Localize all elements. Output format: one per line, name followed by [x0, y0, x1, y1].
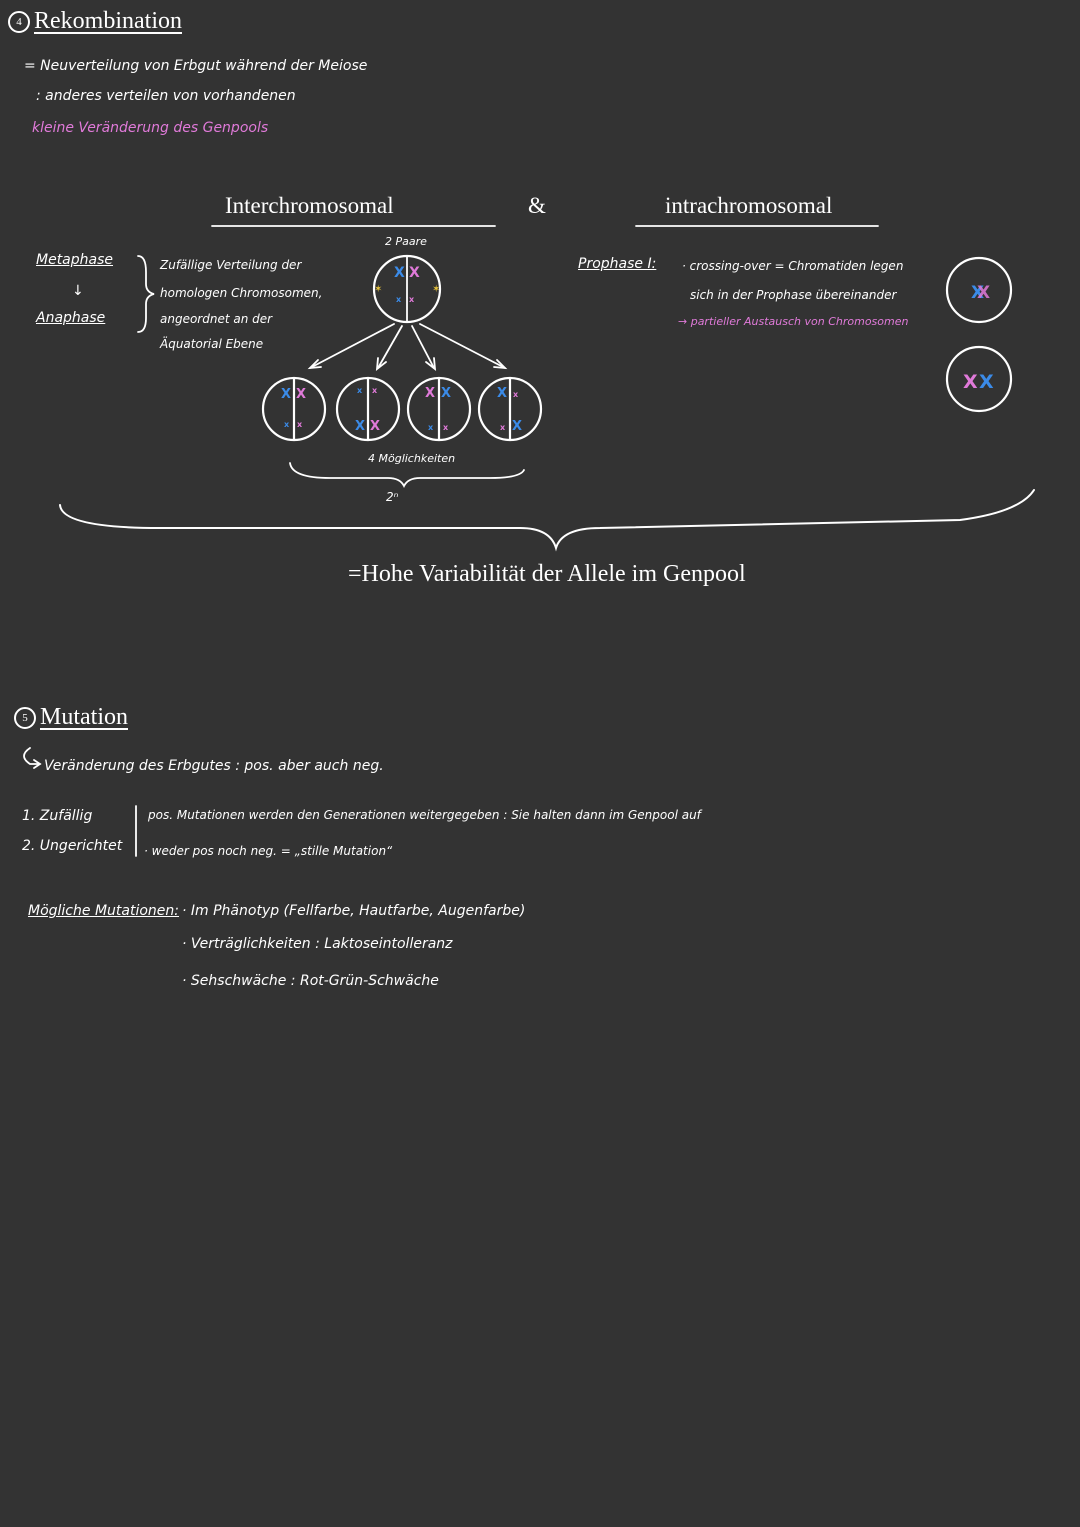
svg-text:X: X [409, 265, 420, 281]
inter-desc-4: Äquatorial Ebene [160, 337, 264, 351]
section-number-badge: 4 [8, 11, 30, 34]
svg-text:X: X [971, 283, 984, 303]
column-header-ampersand: & [528, 193, 546, 218]
anaphase-label: Anaphase [36, 310, 106, 326]
svg-text:✶: ✶ [374, 284, 382, 295]
svg-text:X: X [425, 386, 435, 401]
prophase-label: Prophase I: [578, 256, 657, 272]
pairs-label: 2 Paare [385, 235, 427, 248]
intra-desc-1: · crossing-over = Chromatiden legen [682, 259, 904, 273]
svg-text:X: X [441, 386, 451, 401]
svg-text:x: x [372, 386, 378, 395]
svg-text:x: x [443, 423, 449, 432]
left-curly-brace [137, 255, 155, 333]
mutation-definition: Veränderung des Erbgutes : pos. aber auc… [44, 758, 384, 774]
daughter-cells [261, 376, 543, 442]
metaphase-arrow: ↓ [72, 283, 84, 299]
section-number-badge: 5 [14, 707, 36, 730]
mutation-item-2: 2. Ungerichtet [22, 838, 123, 854]
inter-desc-1: Zufällige Verteilung der [160, 258, 302, 272]
possible-mutation-2: · Verträglichkeiten : Laktoseintolleranz [182, 936, 453, 952]
svg-text:X: X [977, 283, 990, 303]
rekombination-definition: = Neuverteilung von Erbgut während der M… [24, 58, 368, 74]
crossing-over-cell-1 [945, 256, 1013, 324]
svg-text:X: X [355, 419, 365, 434]
svg-text:x: x [513, 390, 519, 399]
svg-text:x: x [357, 386, 363, 395]
possibilities-brace [289, 462, 525, 489]
summary-brace [59, 489, 1035, 552]
svg-text:X: X [512, 419, 522, 434]
rekombination-pink-note: kleine Veränderung des Genpools [32, 120, 269, 136]
crossing-over-cell-2 [945, 345, 1013, 413]
svg-text:X: X [979, 371, 994, 393]
column-header-intrachromosomal: intrachromosomal [665, 193, 833, 218]
svg-text:x: x [428, 423, 434, 432]
svg-text:X: X [370, 419, 380, 434]
possible-mutation-3: · Sehschwäche : Rot-Grün-Schwäche [182, 973, 439, 989]
svg-text:✶: ✶ [432, 284, 440, 295]
svg-text:x: x [297, 420, 303, 429]
svg-text:x: x [500, 423, 506, 432]
division-arrows [307, 323, 508, 371]
svg-text:X: X [281, 387, 291, 402]
section-4-title: Rekombination [34, 8, 182, 34]
svg-text:X: X [497, 386, 507, 401]
rekombination-note: : anderes verteilen von vorhandenen [36, 88, 296, 104]
mutation-item-1: 1. Zufällig [22, 808, 93, 824]
inter-desc-3: angeordnet an der [160, 312, 273, 326]
metaphase-label: Metaphase [36, 252, 114, 268]
svg-text:x: x [284, 420, 290, 429]
possibilities-label: 4 Möglichkeiten [368, 452, 456, 465]
svg-text:X: X [963, 371, 978, 393]
section-5-title: Mutation [40, 704, 128, 730]
possible-mutations-label: Mögliche Mutationen: [28, 903, 179, 919]
svg-text:X: X [296, 387, 306, 402]
intra-desc-2: sich in der Prophase übereinander [690, 288, 897, 302]
svg-text:X: X [394, 265, 405, 281]
mutation-desc-2: · weder pos noch neg. = „stille Mutation… [144, 844, 393, 858]
mutation-hook-arrow [23, 747, 41, 765]
conclusion-text: =Hohe Variabilität der Allele im Genpool [348, 561, 746, 587]
intra-desc-3: → partieller Austausch von Chromosomen [678, 315, 909, 328]
mutation-desc-1: pos. Mutationen werden den Generationen … [148, 808, 701, 822]
column-header-interchromosomal: Interchromosomal [225, 193, 394, 218]
formula-label: 2ⁿ [386, 490, 399, 504]
chromosome-marks: X X x x ✶ ✶ X X x x x x X X X X x x X x … [281, 265, 994, 434]
possible-mutation-1: · Im Phänotyp (Fellfarbe, Hautfarbe, Aug… [182, 903, 526, 919]
svg-text:x: x [409, 295, 415, 304]
inter-desc-2: homologen Chromosomen, [160, 286, 323, 300]
svg-text:x: x [396, 295, 402, 304]
